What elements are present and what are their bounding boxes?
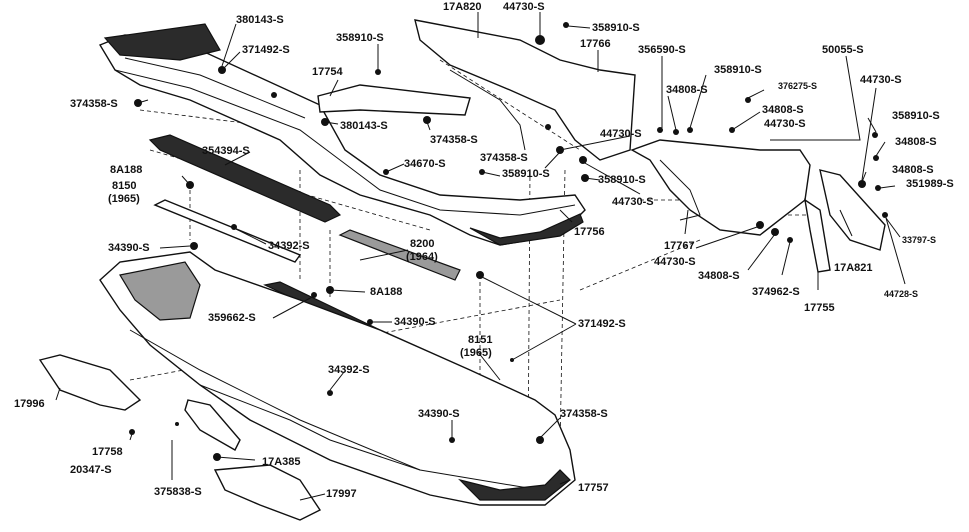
callout-44730-s-b: 44730-S bbox=[860, 74, 902, 86]
lower-bumper bbox=[99, 251, 576, 506]
side-guards bbox=[38, 354, 322, 521]
callout-44730-s-e: 44730-S bbox=[612, 196, 654, 208]
callout-380143-s-top: 380143-S bbox=[236, 14, 284, 26]
callout-8a188-top: 8A188 bbox=[110, 164, 143, 176]
callout-358910-s-f: 358910-S bbox=[598, 174, 646, 186]
callout-34392-s-a: 34392-S bbox=[268, 240, 310, 252]
callout-358910-s-b: 358910-S bbox=[592, 22, 640, 34]
callout-371492-s-top: 371492-S bbox=[242, 44, 290, 56]
callout-358910-s-e: 358910-S bbox=[502, 168, 550, 180]
callout-20347-s: 20347-S bbox=[70, 464, 112, 476]
callout-34670-s: 34670-S bbox=[404, 158, 446, 170]
callout-17996: 17996 bbox=[14, 398, 45, 410]
callout-17756: 17756 bbox=[574, 226, 605, 238]
callout-34808-s-a: 34808-S bbox=[666, 84, 708, 96]
callout-8150-year: (1965) bbox=[108, 193, 140, 205]
callout-34390-s-c: 34390-S bbox=[418, 408, 460, 420]
callout-34390-s-a: 34390-S bbox=[108, 242, 150, 254]
callout-8a188-bottom: 8A188 bbox=[370, 286, 403, 298]
callout-44730-s-d: 44730-S bbox=[600, 128, 642, 140]
callout-34808-s-b: 34808-S bbox=[762, 104, 804, 116]
callout-44730-s-a: 44730-S bbox=[503, 1, 545, 13]
callout-375838-s: 375838-S bbox=[154, 486, 202, 498]
callout-44728-s: 44728-S bbox=[884, 289, 919, 299]
upper-bumper bbox=[98, 23, 586, 246]
callout-374358-s-a: 374358-S bbox=[70, 98, 118, 110]
callout-34808-s-e: 34808-S bbox=[698, 270, 740, 282]
callout-374358-s-b: 374358-S bbox=[430, 134, 478, 146]
callout-17767: 17767 bbox=[664, 240, 695, 252]
callout-376275-s: 376275-S bbox=[778, 81, 818, 91]
callout-34808-s-d: 34808-S bbox=[892, 164, 934, 176]
callout-8151: 8151 bbox=[468, 334, 493, 346]
callout-374962-s: 374962-S bbox=[752, 286, 800, 298]
callout-17758: 17758 bbox=[92, 446, 123, 458]
callout-358910-s-d: 358910-S bbox=[892, 110, 940, 122]
callout-34808-s-c: 34808-S bbox=[895, 136, 937, 148]
callout-17a820: 17A820 bbox=[443, 1, 482, 13]
callout-359662-s: 359662-S bbox=[208, 312, 256, 324]
callout-374358-s-c: 374358-S bbox=[480, 152, 528, 164]
callout-34392-s-b: 34392-S bbox=[328, 364, 370, 376]
callout-358910-s-a: 358910-S bbox=[336, 32, 384, 44]
callout-8150: 8150 bbox=[112, 180, 137, 192]
callout-374358-s-d: 374358-S bbox=[560, 408, 608, 420]
callout-17754: 17754 bbox=[312, 66, 343, 78]
callout-8200-year: (1964) bbox=[406, 251, 438, 263]
callout-380143-s-mid: 380143-S bbox=[340, 120, 388, 132]
callout-17757: 17757 bbox=[578, 482, 609, 494]
leader-lines bbox=[55, 12, 906, 501]
callout-50055-s: 50055-S bbox=[822, 44, 864, 56]
callout-33797-s: 33797-S bbox=[902, 235, 937, 245]
mount-brackets bbox=[317, 19, 886, 273]
callout-371492-s-bottom: 371492-S bbox=[578, 318, 626, 330]
callout-17755: 17755 bbox=[804, 302, 835, 314]
callout-8200: 8200 bbox=[410, 238, 435, 250]
callout-358910-s-c: 358910-S bbox=[714, 64, 762, 76]
callout-44730-s-c: 44730-S bbox=[764, 118, 806, 130]
callout-34390-s-b: 34390-S bbox=[394, 316, 436, 328]
callout-44730-s-f: 44730-S bbox=[654, 256, 696, 268]
callout-17997: 17997 bbox=[326, 488, 357, 500]
callout-17a821: 17A821 bbox=[834, 262, 873, 274]
callout-17a385: 17A385 bbox=[262, 456, 301, 468]
callout-351989-s: 351989-S bbox=[906, 178, 954, 190]
callout-356590-s: 356590-S bbox=[638, 44, 686, 56]
callout-17766: 17766 bbox=[580, 38, 611, 50]
callout-8151-year: (1965) bbox=[460, 347, 492, 359]
callout-354394-s: 354394-S bbox=[202, 145, 250, 157]
